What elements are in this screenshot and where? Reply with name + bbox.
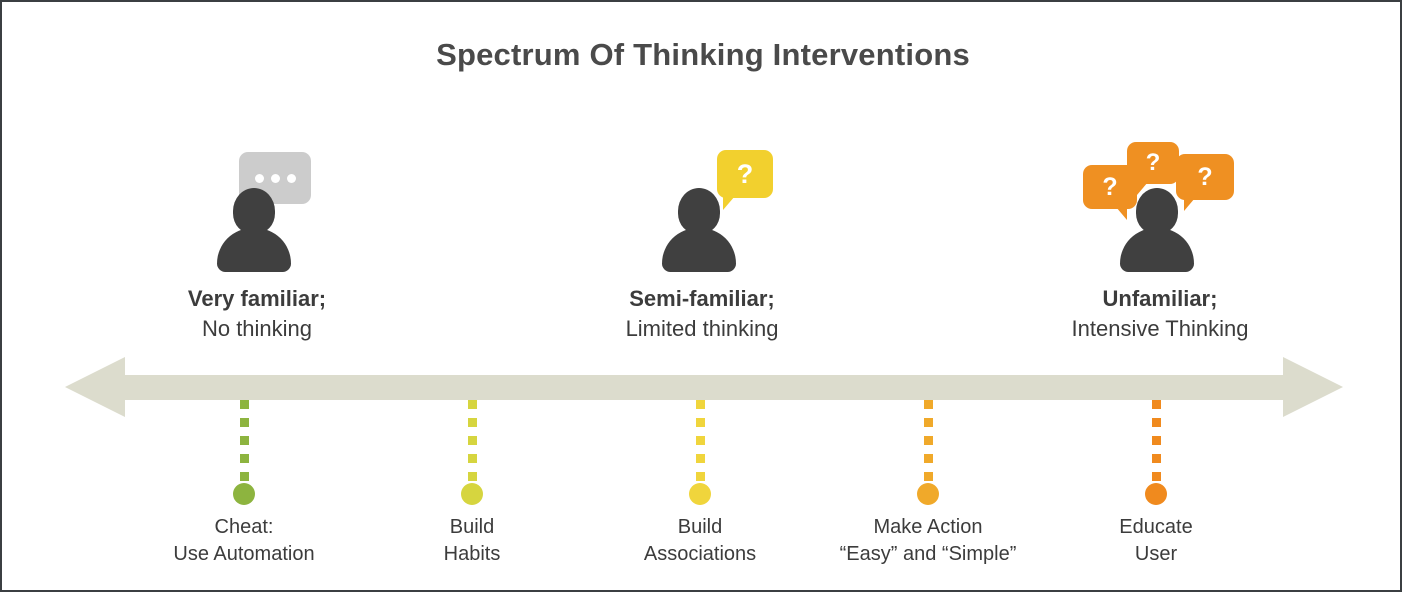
marker-label: Make Action “Easy” and “Simple” xyxy=(828,514,1028,567)
page-title: Spectrum Of Thinking Interventions xyxy=(436,37,970,72)
persona-3-artwork: ? ? ? xyxy=(1020,142,1300,272)
marker-label-line2: Associations xyxy=(643,542,757,565)
arrow-head-left-icon xyxy=(65,357,125,417)
marker-label-line2: Use Automation xyxy=(173,542,315,565)
persona-2-title: Semi-familiar; xyxy=(629,286,775,311)
spectrum-arrow xyxy=(65,357,1343,417)
speech-bubble-question-orange-left: ? xyxy=(1083,165,1137,220)
marker-label: Educate User xyxy=(1056,514,1256,567)
marker-cheat-use-automation: Cheat: Use Automation xyxy=(144,400,344,567)
marker-dashed-line xyxy=(239,400,249,482)
speech-bubble-question-orange-right: ? xyxy=(1176,154,1234,211)
arrow-head-right-icon xyxy=(1283,357,1343,417)
person-silhouette-icon xyxy=(1120,188,1194,272)
person-silhouette-icon xyxy=(217,188,291,272)
marker-dot xyxy=(1145,483,1167,505)
marker-label-line2: Habits xyxy=(443,542,501,565)
persona-3-label: Unfamiliar; Intensive Thinking xyxy=(1020,284,1300,345)
marker-dashed-line xyxy=(1151,400,1161,482)
question-mark-glyph: ? xyxy=(736,158,754,189)
persona-semi-familiar: ? Semi-familiar; Limited thinking xyxy=(562,142,842,345)
persona-1-subtitle: No thinking xyxy=(201,316,313,342)
marker-dashed-line xyxy=(467,400,477,482)
arrow-bar xyxy=(124,375,1284,400)
persona-1-artwork xyxy=(117,142,397,272)
marker-dashed-line xyxy=(695,400,705,482)
persona-very-familiar: Very familiar; No thinking xyxy=(117,142,397,345)
marker-make-action-easy-simple: Make Action “Easy” and “Simple” xyxy=(828,400,1028,567)
persona-3-subtitle: Intensive Thinking xyxy=(1071,316,1249,342)
marker-label-line1: Build xyxy=(677,516,723,538)
marker-build-habits: Build Habits xyxy=(372,400,572,567)
marker-label-line1: Educate xyxy=(1119,516,1193,538)
marker-label: Build Associations xyxy=(600,514,800,567)
marker-dot xyxy=(461,483,483,505)
persona-2-subtitle: Limited thinking xyxy=(625,316,779,342)
question-mark-glyph: ? xyxy=(1145,149,1161,176)
speech-bubble-question-yellow: ? xyxy=(717,150,773,210)
marker-label-line1: Build xyxy=(449,516,495,538)
marker-label: Cheat: Use Automation xyxy=(144,514,344,567)
persona-1-title: Very familiar; xyxy=(187,286,327,311)
marker-build-associations: Build Associations xyxy=(600,400,800,567)
marker-label-line1: Cheat: xyxy=(214,516,274,538)
question-mark-glyph: ? xyxy=(1102,172,1118,201)
marker-label: Build Habits xyxy=(372,514,572,567)
persona-2-label: Semi-familiar; Limited thinking xyxy=(562,284,842,345)
persona-1-label: Very familiar; No thinking xyxy=(117,284,397,345)
marker-label-line2: User xyxy=(1134,542,1178,565)
marker-dot xyxy=(689,483,711,505)
ellipsis-dots-icon xyxy=(239,152,311,204)
marker-label-line2: “Easy” and “Simple” xyxy=(839,542,1017,565)
persona-unfamiliar: ? ? ? Unfamiliar; Intensive Thinking xyxy=(1020,142,1300,345)
persona-3-title: Unfamiliar; xyxy=(1102,286,1218,311)
persona-2-artwork: ? xyxy=(562,142,842,272)
marker-dot xyxy=(233,483,255,505)
marker-educate-user: Educate User xyxy=(1056,400,1256,567)
question-mark-glyph: ? xyxy=(1197,162,1213,191)
marker-label-line1: Make Action xyxy=(873,516,983,538)
marker-dashed-line xyxy=(923,400,933,482)
marker-dot xyxy=(917,483,939,505)
person-silhouette-icon xyxy=(662,188,736,272)
